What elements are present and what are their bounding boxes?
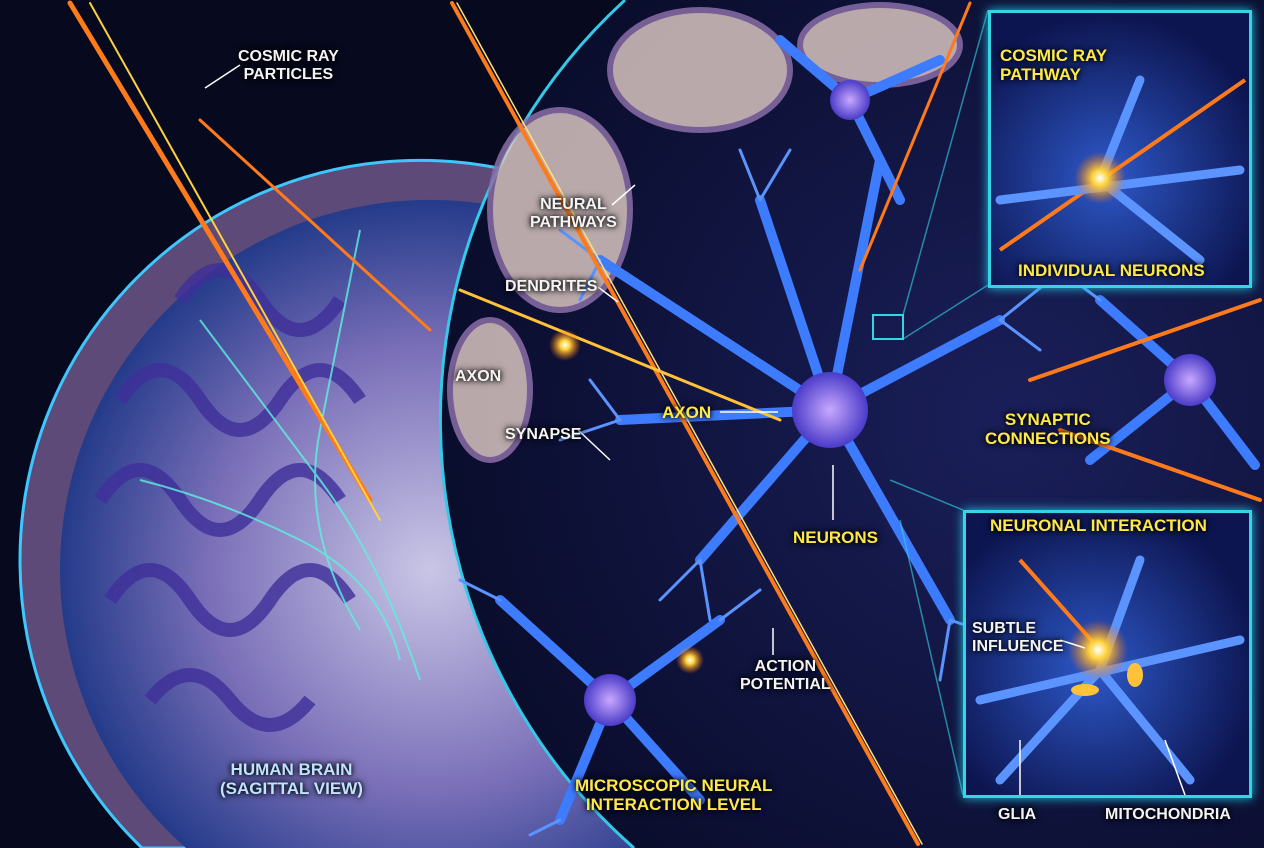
impact-flash [549,329,581,361]
inset-top-caption: INDIVIDUAL NEURONS [1018,261,1205,280]
label-neurons: NEURONS [793,528,879,547]
mitochondrion-shape [1071,684,1099,696]
label-cosmic-ray-particles: COSMIC RAY PARTICLES [238,48,339,83]
label-action-potential: ACTION POTENTIAL [740,658,831,693]
zoom-connector-lines [889,479,964,796]
label-mitochondria: MITOCHONDRIA [1105,806,1231,823]
label-axon-left: AXON [455,368,502,385]
label-human-brain: HUMAN BRAIN (SAGITTAL VIEW) [220,760,363,799]
label-subtle-influence: SUBTLE INFLUENCE [972,620,1064,655]
label-axon-center: AXON [662,403,712,422]
inset-bottom-title: NEURONAL INTERACTION [990,516,1207,535]
label-microscopic-level: MICROSCOPIC NEURAL INTERACTION LEVEL [575,776,773,815]
impact-flash [676,646,704,674]
label-neural-pathways: NEURAL PATHWAYS [530,196,617,231]
inset-individual-neurons [988,10,1252,288]
inset-top-title: COSMIC RAY PATHWAY [1000,46,1108,85]
label-glia: GLIA [998,806,1037,823]
zoom-region-marker [872,314,904,340]
label-synaptic-connections: SYNAPTIC CONNECTIONS [985,410,1111,449]
neuron-soma [830,80,870,120]
mitochondrion-shape [1127,663,1143,687]
label-synapse: SYNAPSE [505,426,582,443]
neuron-soma [792,372,868,448]
zoom-connector-lines [902,9,989,340]
label-dendrites: DENDRITES [505,278,598,295]
neuron-soma [1164,354,1216,406]
neuron-soma [584,674,636,726]
